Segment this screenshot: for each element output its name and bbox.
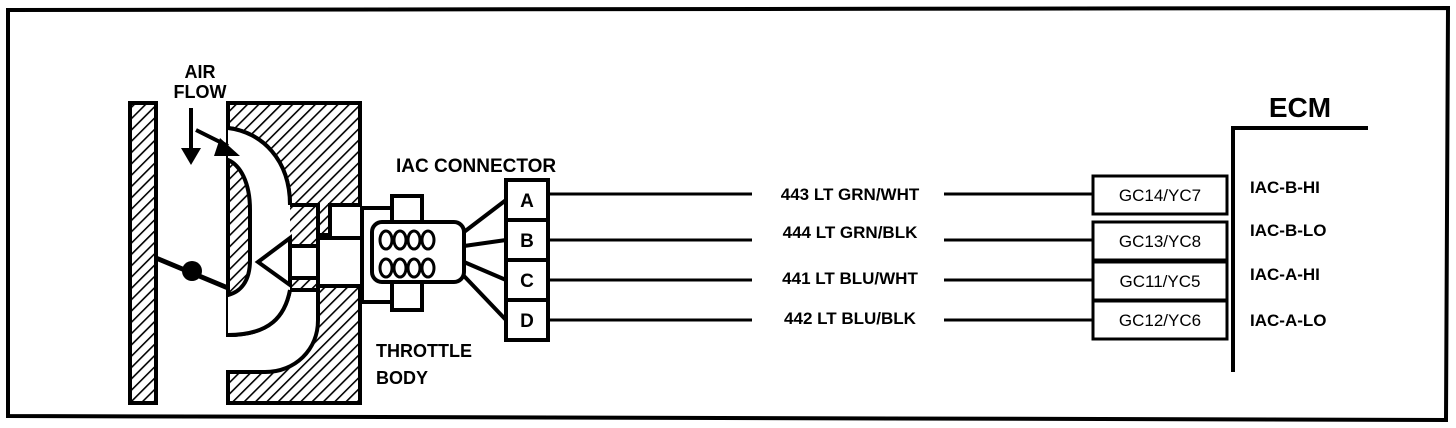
ecm-terminal-b: GC13/YC8 xyxy=(1119,232,1201,251)
connector-pin-a: A xyxy=(520,191,534,212)
ecm-signal-b: IAC-B-LO xyxy=(1250,221,1326,240)
iac-coil-windings xyxy=(378,229,436,279)
diagram-frame xyxy=(6,5,1451,423)
iac-motor-leads xyxy=(462,198,508,322)
ecm-terminal-d: GC12/YC6 xyxy=(1119,311,1201,330)
ecm-signal-c: IAC-A-HI xyxy=(1250,265,1320,284)
ecm-terminal-c: GC11/YC5 xyxy=(1120,272,1201,291)
ecm-signal-d: IAC-A-LO xyxy=(1250,311,1326,330)
wire-label-c: 441 LT BLU/WHT xyxy=(782,269,918,288)
air-flow-arrows xyxy=(181,108,240,165)
iac-connector xyxy=(504,178,550,342)
pintle-stem xyxy=(288,244,320,280)
bypass-divider xyxy=(226,156,252,298)
air-flow-label-line1: AIR xyxy=(185,62,216,82)
iac-connector-label: IAC CONNECTOR xyxy=(396,156,556,177)
ecm-title: ECM xyxy=(1269,92,1331,123)
wire-runs xyxy=(548,192,1093,322)
connector-pin-d: D xyxy=(520,311,534,332)
ecm-boundary xyxy=(1231,126,1368,372)
wire-label-b: 444 LT GRN/BLK xyxy=(783,223,918,242)
wire-label-d: 442 LT BLU/BLK xyxy=(784,309,917,328)
ecm-terminal-a: GC14/YC7 xyxy=(1119,186,1201,205)
iac-valve-nose xyxy=(316,236,364,288)
wire-label-a: 443 LT GRN/WHT xyxy=(781,185,920,204)
throttle-body-label-line2: BODY xyxy=(376,368,428,388)
connector-pin-c: C xyxy=(520,271,534,292)
throttle-body-label-line1: THROTTLE xyxy=(376,341,472,361)
ecm-terminals xyxy=(1091,174,1229,341)
throttle-shaft xyxy=(182,261,202,281)
air-flow-label-line2: FLOW xyxy=(174,82,227,102)
throttle-bore-left-wall xyxy=(128,101,158,405)
ecm-signal-a: IAC-B-HI xyxy=(1250,178,1320,197)
connector-pin-b: B xyxy=(520,231,534,252)
